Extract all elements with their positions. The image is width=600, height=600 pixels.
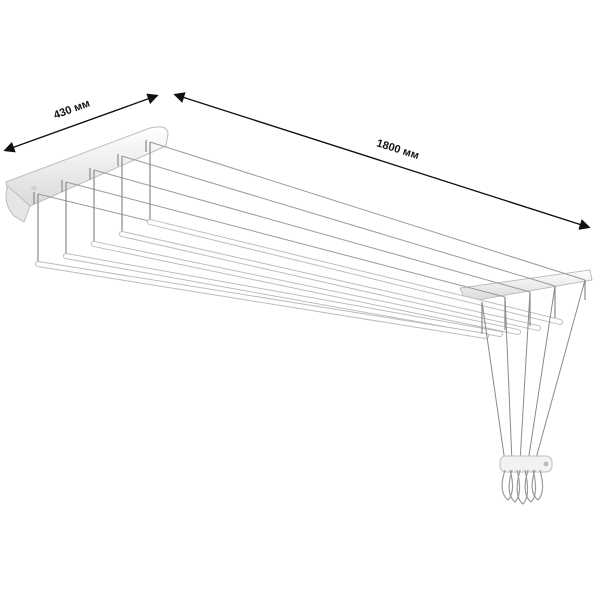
left-hooks: [33, 140, 151, 262]
cord-cleat: [499, 455, 553, 505]
drying-rods: [35, 219, 563, 339]
right-ceiling-bracket: [459, 269, 593, 303]
length-dimension: 1800 мм: [173, 92, 591, 230]
left-wall-bracket: [5, 126, 169, 223]
length-dimension-line: [173, 92, 591, 230]
width-dimension-label: 430 мм: [52, 97, 92, 121]
width-dimension-line: [3, 93, 159, 153]
length-dimension-label: 1800 мм: [375, 137, 420, 162]
control-cords: [481, 279, 586, 463]
